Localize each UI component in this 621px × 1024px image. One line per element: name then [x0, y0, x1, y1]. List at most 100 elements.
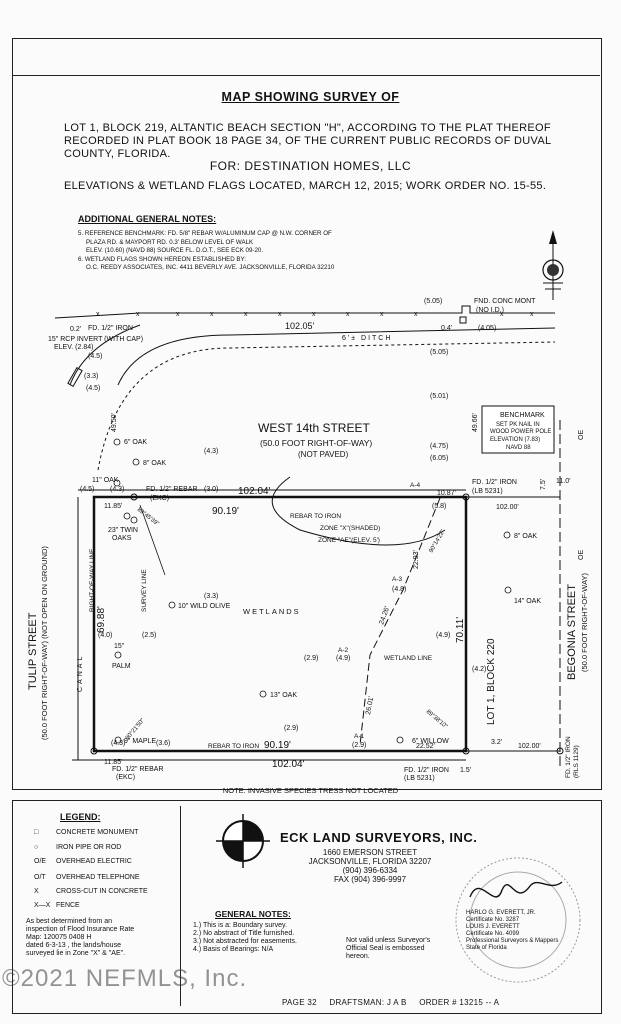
- elevation-label: (5.8): [432, 503, 446, 510]
- ekc-label: (EKC): [150, 495, 169, 502]
- zone-ae-label: ZONE "AE"(ELEV. 5'): [318, 537, 380, 544]
- elevation-label: (4.5): [86, 385, 100, 392]
- legend-row: ○IRON PIPE OR ROD: [34, 844, 121, 851]
- note-line: PLAZA RD. & MAYPORT RD. 0.3' BELOW LEVEL…: [86, 238, 254, 246]
- elevation-label: (4.3): [110, 486, 124, 493]
- ditch-label: 6'± DITCH: [342, 335, 392, 342]
- wetland-flag-label: A-1: [354, 733, 365, 740]
- zone-x-label: ZONE "X"(SHADED): [320, 525, 380, 532]
- svg-text:x: x: [530, 311, 534, 318]
- svg-text:x: x: [312, 311, 316, 318]
- tree-label: OAKS: [112, 535, 132, 542]
- seal-note-line: hereon.: [346, 953, 370, 960]
- dimension-label: 11.0': [556, 478, 570, 485]
- legend-row: □ CONCRETE MONUMENT: [34, 829, 138, 836]
- signature-icon: [469, 881, 563, 898]
- elevation-label: (3.6): [156, 740, 170, 747]
- elevation-label: (4.0): [98, 632, 112, 639]
- elevation-label: (2.9): [304, 655, 318, 662]
- dimension-label: 3.2': [491, 739, 502, 746]
- elevation-label: (4.75): [430, 443, 448, 450]
- monument-label: (NO I.D.): [476, 307, 504, 314]
- dimension-label: 90.19': [212, 506, 239, 517]
- embossed-seal-icon: [455, 857, 581, 983]
- angle-label: 89°38'10": [425, 709, 449, 730]
- north-arrow-icon: [542, 230, 564, 300]
- tree-label: 6" OAK: [124, 439, 147, 446]
- tulip-street: TULIP STREET: [27, 612, 39, 690]
- signer-line: Certificate No. 4099: [466, 931, 520, 937]
- dimension-label: 26.01': [365, 696, 375, 716]
- elevation-label: (4.05): [478, 325, 496, 332]
- dimension-label: 49.66': [472, 413, 479, 432]
- lb-label: (LB 5231): [472, 488, 503, 495]
- legend-heading: LEGEND:: [60, 812, 101, 822]
- street-paved-label: (NOT PAVED): [298, 450, 349, 459]
- sheet-top-rule: [12, 75, 600, 76]
- legend-label: CONCRETE MONUMENT: [56, 829, 139, 836]
- svg-text:x: x: [346, 311, 350, 318]
- company-address-line: 1660 EMERSON STREET: [322, 848, 418, 857]
- dimension-label: 11.85': [104, 759, 122, 766]
- legend-symbol: X: [34, 888, 39, 895]
- dimension-label: 7.5': [540, 479, 547, 490]
- street-row-label: (50.0 FOOT RIGHT-OF-WAY): [260, 438, 372, 448]
- legend-label: FENCE: [56, 902, 80, 909]
- dimension-label: 11.85': [104, 503, 122, 510]
- seal-note-line: Not valid unless Surveyor's: [346, 937, 431, 944]
- note-line: 5. REFERENCE BENCHMARK: FD. 5/8" REBAR W…: [78, 230, 332, 237]
- dimension-label: 1.5': [460, 767, 471, 774]
- benchmark-line: SET PK NAIL IN: [496, 422, 540, 428]
- elevation-label: (2.9): [284, 725, 298, 732]
- seal-note-line: Official Seal is embossed: [346, 945, 425, 952]
- company-address: 1660 EMERSON STREET JACKSONVILLE, FLORID…: [290, 848, 450, 884]
- company-fax: FAX (904) 396-9997: [333, 875, 407, 884]
- svg-text:x: x: [176, 311, 180, 318]
- general-note-line: 3.) Not abstracted for easements.: [193, 938, 297, 945]
- benchmark-line: WOOD POWER POLE: [490, 429, 551, 435]
- found-iron-label: FD. 1/2" IRON: [404, 767, 449, 774]
- dimension-label: 102.00': [496, 504, 519, 511]
- elevation-label: (3.0): [204, 486, 218, 493]
- dimension-label: 90.19': [264, 740, 291, 751]
- order-row: PAGE 32 DRAFTSMAN: J A B ORDER # 13215 -…: [200, 998, 499, 1007]
- note-line: ELEV. (10.60) (NAVD 88) SOURCE FL. D.O.T…: [86, 247, 264, 254]
- elevation-label: (4.9): [436, 632, 450, 639]
- elevation-label: (4.3): [111, 740, 125, 747]
- surveyor-signers: HARLO G. EVERETT, JR. Certificate No. 32…: [466, 910, 558, 952]
- dimension-label: 24.26': [378, 606, 391, 626]
- dimension-label: 102.04': [272, 759, 305, 770]
- dimension-label: 102.05': [285, 321, 315, 331]
- elevation-label: (6.05): [430, 455, 448, 462]
- note-line: O.C. REEDY ASSOCIATES, INC. 4411 BEVERLY…: [86, 264, 335, 271]
- legal-description-line: COUNTY, FLORIDA.: [64, 148, 171, 160]
- elevation-label: (4.9): [336, 655, 350, 662]
- mls-watermark: ©2021 NEFMLS, Inc.: [2, 965, 248, 992]
- svg-text:x: x: [380, 311, 384, 318]
- benchmark-title: BENCHMARK: [500, 412, 545, 419]
- svg-text:x: x: [500, 311, 504, 318]
- legend-label: CROSS-CUT IN CONCRETE: [56, 888, 148, 895]
- elevation-label: (3.3): [204, 593, 218, 600]
- note-line: 6. WETLAND FLAGS SHOWN HEREON ESTABLISHE…: [78, 255, 247, 263]
- wetland-line-label: WETLAND LINE: [384, 655, 433, 662]
- general-note-line: 4.) Basis of Bearings: N/A: [193, 946, 274, 953]
- legend-symbol: □: [34, 829, 39, 836]
- client-line: FOR: DESTINATION HOMES, LLC: [209, 159, 412, 173]
- legal-description-line: LOT 1, BLOCK 219, ALTANTIC BEACH SECTION…: [64, 122, 551, 134]
- elevation-label: (5.05): [424, 298, 442, 305]
- found-rebar-label: FD. 1/2" REBAR: [146, 486, 198, 493]
- survey-line-label: SURVEY LINE: [141, 569, 148, 612]
- tree-label: PALM: [112, 663, 131, 670]
- wetland-flag-label: A-4: [410, 482, 421, 489]
- rcp-label: 15" RCP INVERT (WITH CAP): [48, 336, 143, 343]
- flood-line: inspection of Flood Insurance Rate: [26, 926, 135, 933]
- legal-description-line: RECORDED IN PLAT BOOK 18 PAGE 34, OF THE…: [64, 135, 552, 147]
- svg-text:x: x: [136, 311, 140, 318]
- elevation-label: (2.5): [142, 632, 156, 639]
- dimension-label: 10.87': [437, 490, 456, 497]
- legend-symbol: ○: [34, 844, 39, 851]
- tree-icon: [113, 438, 512, 744]
- surveyor-logo-icon: [216, 814, 270, 868]
